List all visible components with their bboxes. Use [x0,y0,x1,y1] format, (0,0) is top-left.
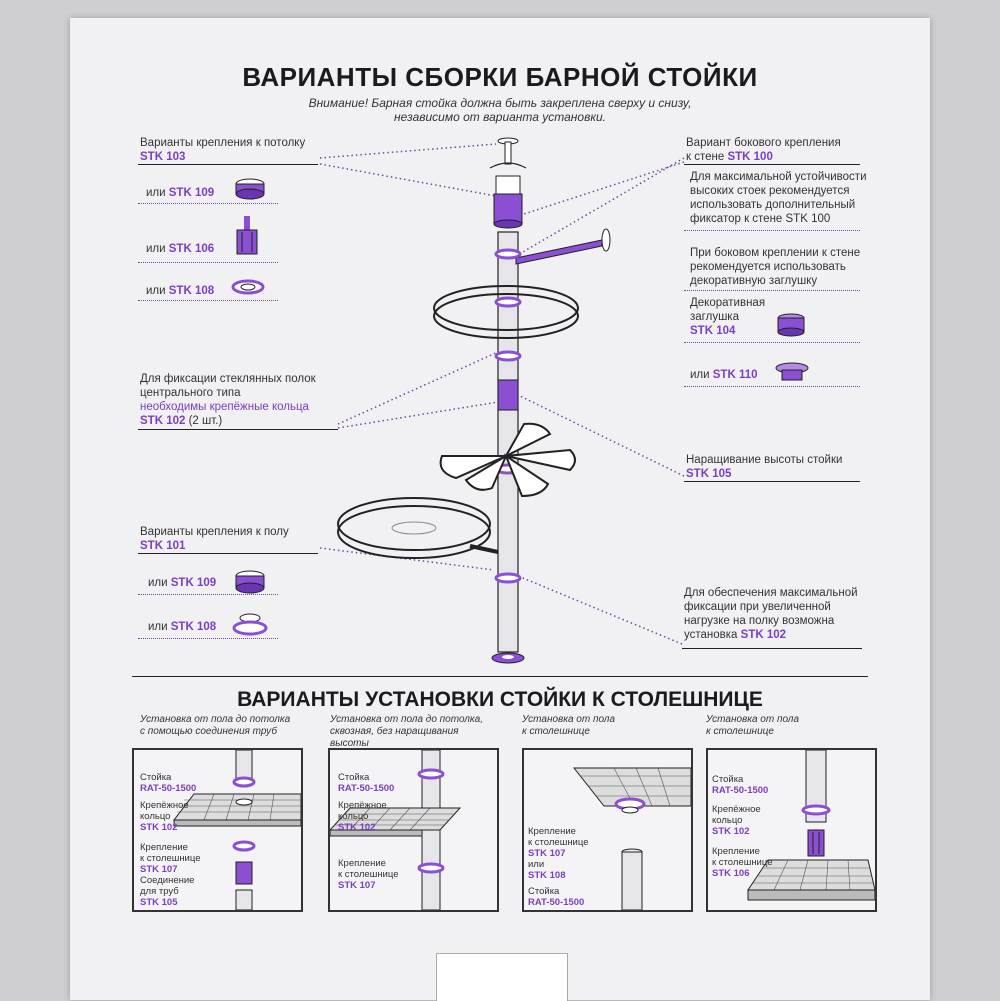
glass-shelf-label: Для фиксации стеклянных полок центрально… [140,373,316,427]
divider [138,164,318,165]
divider [684,164,860,165]
stk109-ring-icon-bottom [235,570,265,594]
dotted-divider [684,290,860,291]
stability-note: Для максимальной устойчивости высоких ст… [690,171,867,225]
panel1-illustration [172,750,301,910]
dotted-divider [138,262,278,263]
stk108-ring-icon-bottom [232,613,268,636]
max-fixation-note: Для обеспечения максимальной фиксации пр… [684,587,858,641]
deco-plug-stk104: Декоративная заглушка STK 104 [690,297,766,337]
option-stk110: или STK 110 [690,369,758,381]
stk106-connector-icon [236,216,258,255]
dotted-divider [138,300,278,301]
stk108-ring-icon [231,279,265,295]
instruction-sheet: ВАРИАНТЫ СБОРКИ БАРНОЙ СТОЙКИ Внимание! … [70,18,930,1001]
divider [684,481,860,482]
box-tab [436,953,568,1001]
option-stk109-bottom: или STK 109 [148,577,217,589]
section-title: ВАРИАНТЫ УСТАНОВКИ СТОЙКИ К СТОЛЕШНИЦЕ [237,688,763,711]
option-stk108-top: или STK 108 [146,285,215,297]
option-stk106: или STK 106 [146,243,215,255]
divider [138,553,318,554]
decorative-plug-note: При боковом креплении к стене рекомендуе… [690,247,861,287]
dotted-divider [138,203,278,204]
dotted-divider [138,638,278,639]
dotted-divider [684,230,860,231]
page-title: ВАРИАНТЫ СБОРКИ БАРНОЙ СТОЙКИ [242,62,758,92]
stk110-plug-icon [775,362,809,381]
panel2-caption: Установка от пола до потолка,сквозная, б… [330,714,483,749]
panel3-illustration [572,767,691,910]
dotted-divider [138,594,278,595]
panel4-illustration [747,750,875,901]
warning-note: Внимание! Барная стойка должна быть закр… [308,96,692,124]
dotted-divider [684,342,860,343]
side-mount-label: Вариант бокового крепления к стене STK 1… [686,137,841,163]
assembly-diagram [319,137,685,664]
dotted-divider [684,386,860,387]
stk104-plug-icon [777,313,805,337]
panel2-illustration [330,750,462,910]
section-divider [132,676,868,677]
option-stk109-top: или STK 109 [146,187,215,199]
divider [682,648,862,649]
option-stk108-bottom: или STK 108 [148,621,217,633]
divider [138,429,338,430]
stk109-ring-icon [235,178,265,200]
